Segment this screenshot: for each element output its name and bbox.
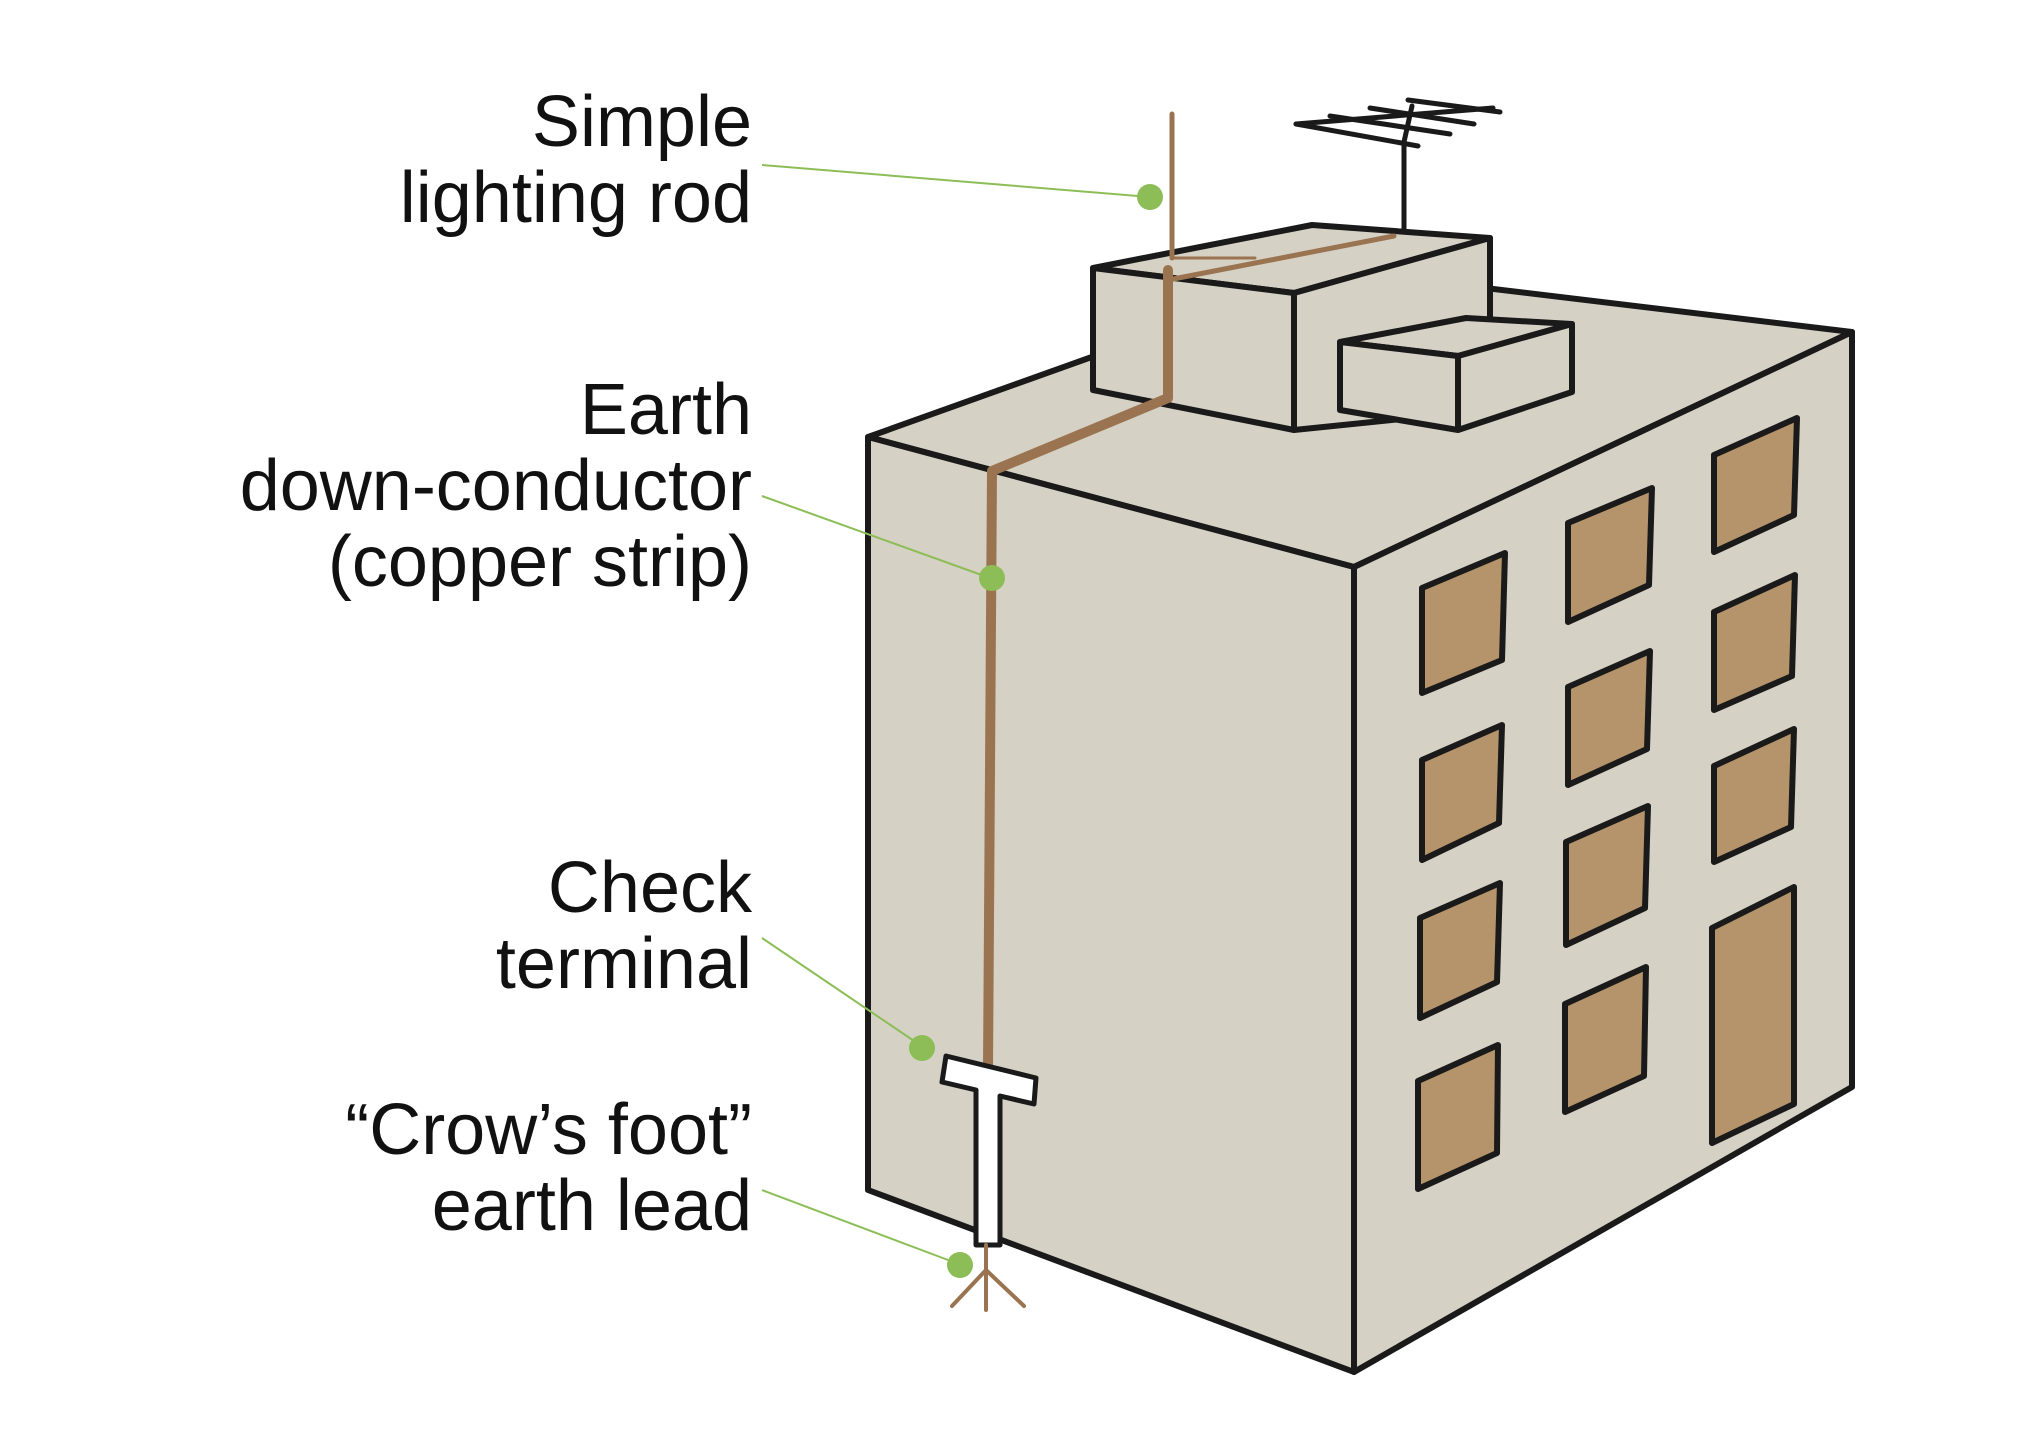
window	[1565, 485, 1655, 625]
window	[1711, 726, 1797, 865]
label-line: Simple	[531, 82, 752, 162]
earth-down-conductor	[983, 265, 1173, 1073]
crows-foot-earth-lead	[950, 1243, 1026, 1312]
leader-line-conductor	[761, 495, 991, 579]
leader-dot-terminal	[909, 1035, 935, 1061]
tv-antenna	[1293, 97, 1503, 235]
window-door	[1709, 884, 1797, 1146]
window	[1563, 803, 1651, 948]
label-lightning-rod: Simple lighting rod	[400, 84, 752, 236]
window	[1711, 572, 1798, 713]
copper-conductor	[983, 111, 1397, 1073]
window	[1562, 964, 1649, 1115]
check-terminal	[939, 1053, 1039, 1248]
label-crows-foot: “Crow’s foot” earth lead	[345, 1092, 752, 1244]
window	[1417, 880, 1503, 1021]
label-line: earth lead	[431, 1166, 752, 1246]
label-line: terminal	[495, 924, 752, 1004]
label-line: (copper strip)	[327, 522, 752, 602]
leader-line-terminal	[761, 937, 921, 1046]
building-left-wall	[865, 434, 1357, 1375]
label-line: “Crow’s foot”	[345, 1090, 752, 1170]
leader-dot-rod	[1137, 184, 1163, 210]
leader-dots	[909, 184, 1163, 1278]
roof-block-small-side	[1455, 321, 1575, 433]
windows	[1415, 415, 1800, 1192]
label-check-terminal: Check terminal	[496, 850, 752, 1002]
label-line: lighting rod	[399, 158, 752, 238]
label-line: Earth	[579, 370, 752, 450]
leader-dot-conductor	[979, 565, 1005, 591]
window	[1711, 415, 1800, 555]
window	[1419, 722, 1505, 863]
window	[1419, 550, 1508, 696]
label-down-conductor: Earth down-conductor (copper strip)	[240, 372, 752, 600]
roof-conductor-strip	[1165, 233, 1397, 283]
label-line: down-conductor	[239, 446, 752, 526]
leader-dot-crow-foot	[947, 1252, 973, 1278]
window	[1415, 1042, 1501, 1192]
leader-line-rod	[761, 164, 1151, 198]
label-line: Check	[547, 848, 752, 928]
window	[1565, 648, 1653, 788]
leader-line-crow-foot	[761, 1189, 957, 1264]
leader-lines	[761, 164, 1151, 1264]
